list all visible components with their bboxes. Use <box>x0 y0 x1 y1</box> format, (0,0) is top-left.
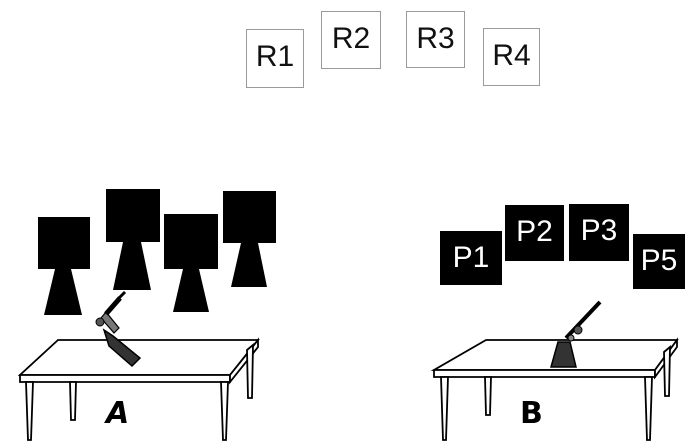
r3-box: R3 <box>406 11 465 68</box>
r2-box: R2 <box>321 11 381 69</box>
p1-box: P1 <box>440 231 502 285</box>
lamp-shape-4 <box>223 191 276 287</box>
gun-a <box>95 290 142 368</box>
r1-box: R1 <box>246 29 304 88</box>
p3-box: P3 <box>569 204 629 261</box>
r4-box: R4 <box>483 28 540 86</box>
lamp-shape-1 <box>38 217 90 315</box>
lamp-shape-3 <box>164 214 218 312</box>
p5-box: P5 <box>633 234 685 289</box>
lamp-shape-2 <box>106 189 160 290</box>
scene-a-label: A <box>104 396 129 431</box>
gun-b <box>550 300 602 368</box>
p2-box: P2 <box>505 205 564 261</box>
scene-b-label: B <box>520 396 543 431</box>
